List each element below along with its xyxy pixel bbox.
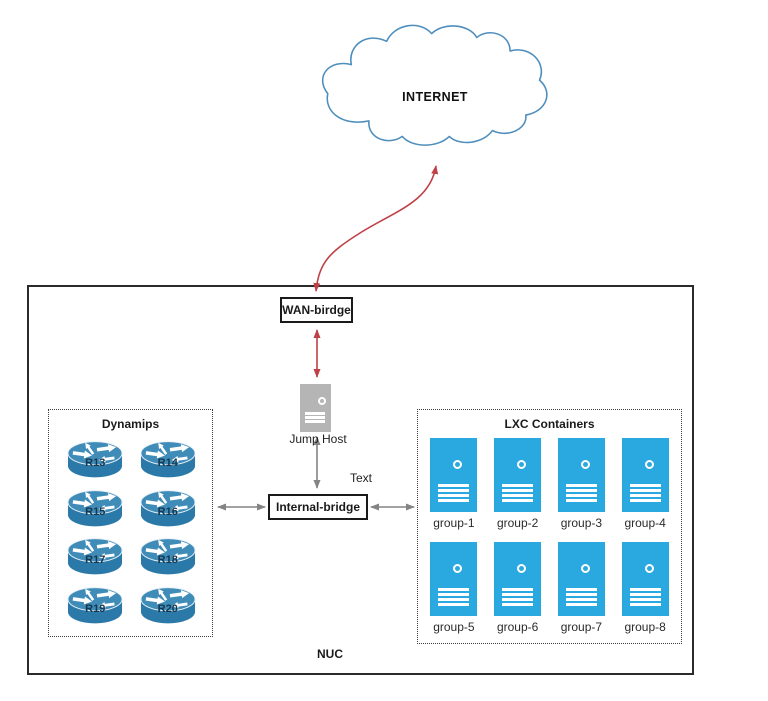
router-node: R13: [67, 440, 123, 480]
router-node: R14: [140, 440, 196, 480]
server-tower-icon: [557, 438, 605, 512]
vent-line: [565, 489, 597, 492]
router-label: R14: [157, 457, 178, 470]
lxc-label: group-2: [496, 516, 539, 530]
vent-line: [305, 416, 325, 419]
lxc-label: group-5: [433, 620, 475, 634]
vent-line: [502, 598, 534, 601]
server-tower-icon: [557, 542, 605, 616]
server-tower-icon: [621, 438, 669, 512]
router-node: R19: [67, 586, 123, 626]
vent-line: [502, 489, 534, 492]
server-tower-icon: [430, 542, 478, 616]
router-label: R15: [85, 505, 106, 518]
vent-line: [629, 588, 661, 591]
power-led-icon: [517, 460, 527, 469]
power-led-icon: [318, 397, 326, 405]
vent-line: [565, 603, 597, 606]
vent-line: [438, 499, 470, 502]
dynamips-group: Dynamips R13 R14 R15 R16 R17: [48, 409, 213, 637]
vent-line: [438, 484, 470, 487]
lxc-grid: group-1 group-2: [422, 438, 677, 634]
vent-line: [565, 588, 597, 591]
vent-line: [438, 489, 470, 492]
internet-label: INTERNET: [402, 90, 468, 104]
vent-line: [629, 603, 661, 606]
vent-line: [502, 494, 534, 497]
server-tower-icon: [494, 542, 542, 616]
wan-bridge-node: WAN-birdge: [280, 297, 353, 323]
dynamips-title: Dynamips: [101, 417, 160, 431]
power-led-icon: [580, 564, 590, 573]
lxc-label: group-6: [496, 620, 539, 634]
power-led-icon: [644, 460, 654, 469]
lxc-node: group-8: [621, 542, 669, 634]
vent-line: [502, 603, 534, 606]
lxc-label: group-8: [624, 620, 666, 634]
vent-line: [629, 598, 661, 601]
vent-line: [305, 420, 325, 423]
router-label: R17: [85, 554, 106, 567]
server-tower-icon: [621, 542, 669, 616]
router-grid: R13 R14 R15 R16 R17 R18: [59, 436, 204, 630]
router-label: R16: [157, 505, 178, 518]
vent-line: [565, 598, 597, 601]
vent-line: [502, 593, 534, 596]
lxc-label: group-7: [560, 620, 603, 634]
router-node: R20: [140, 586, 196, 626]
vent-line: [565, 593, 597, 596]
power-led-icon: [580, 460, 590, 469]
text-annotation: Text: [350, 471, 373, 485]
vent-line: [438, 494, 470, 497]
vent-line: [502, 588, 534, 591]
power-led-icon: [453, 564, 463, 573]
jump-host-label: Jump Host: [289, 432, 347, 446]
vent-line: [565, 494, 597, 497]
vent-line: [438, 593, 470, 596]
vent-line: [565, 484, 597, 487]
router-label: R18: [157, 554, 178, 567]
lxc-label: group-4: [624, 516, 666, 530]
vent-line: [438, 588, 470, 591]
nuc-label: NUC: [317, 647, 343, 661]
lxc-title: LXC Containers: [504, 417, 595, 431]
router-node: R18: [140, 537, 196, 577]
vent-line: [629, 489, 661, 492]
vent-line: [502, 484, 534, 487]
internal-bridge-node: Internal-bridge: [268, 494, 368, 520]
server-tower-icon: [494, 438, 542, 512]
vent-line: [438, 603, 470, 606]
vent-line: [629, 484, 661, 487]
internet-cloud-icon: [321, 24, 548, 146]
vent-line: [305, 412, 325, 415]
vent-line: [629, 494, 661, 497]
lxc-node: group-4: [621, 438, 669, 530]
edge-internet-wan: [313, 165, 439, 292]
power-led-icon: [644, 564, 654, 573]
vent-line: [629, 499, 661, 502]
router-node: R15: [67, 489, 123, 529]
router-label: R13: [85, 457, 106, 470]
vent-line: [438, 598, 470, 601]
vent-line: [629, 593, 661, 596]
vent-line: [502, 499, 534, 502]
server-tower-icon: [430, 438, 478, 512]
lxc-node: group-5: [430, 542, 478, 634]
router-label: R20: [157, 602, 178, 615]
lxc-node: group-2: [494, 438, 542, 530]
lxc-node: group-1: [430, 438, 478, 530]
lxc-node: group-3: [557, 438, 605, 530]
jump-host-icon: [300, 384, 331, 432]
lxc-node: group-7: [557, 542, 605, 634]
lxc-node: group-6: [494, 542, 542, 634]
lxc-label: group-3: [560, 516, 603, 530]
router-label: R19: [85, 602, 106, 615]
power-led-icon: [453, 460, 463, 469]
lxc-group: LXC Containers group-1: [417, 409, 682, 644]
lxc-label: group-1: [433, 516, 475, 530]
router-node: R16: [140, 489, 196, 529]
router-node: R17: [67, 537, 123, 577]
vent-line: [565, 499, 597, 502]
power-led-icon: [517, 564, 527, 573]
